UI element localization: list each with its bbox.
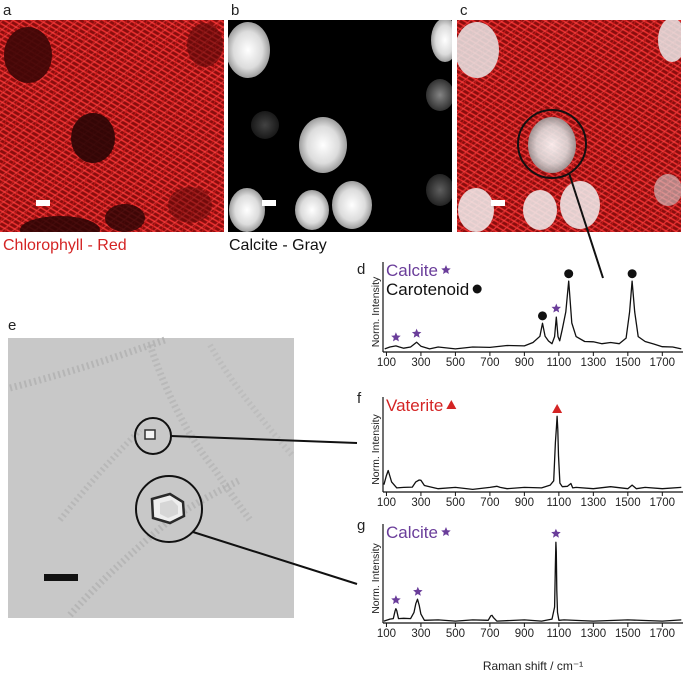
scale-bar [262,200,276,206]
x-tick-label: 700 [480,357,499,369]
scale-bar [36,200,50,206]
x-tick-label: 500 [446,497,465,509]
calcite-image [228,20,452,232]
y-axis-label: Norm. Intensity [370,542,382,613]
overlay-image [457,20,681,232]
x-tick-label: 1500 [615,628,641,640]
legend-entry: Vaterite [386,396,443,415]
panel-e: e [8,317,358,618]
chlorophyll-caption: Chlorophyll - Red [3,237,127,254]
x-tick-label: 1700 [650,628,676,640]
x-tick-label: 300 [411,628,430,640]
panel-g-label: g [357,517,365,534]
connector-line-c-d [568,172,604,279]
x-tick-label: 1300 [581,628,607,640]
panel-c-label: c [460,2,468,19]
x-tick-label: 1300 [581,357,607,369]
chlorophyll-image [0,20,224,232]
x-tick-label: 1100 [546,357,571,369]
star-peak-marker [391,595,401,605]
spectrum-panel-g: g 100 300 500 700 900 1100 1300 1500 1700 Norm. I… [357,517,683,673]
panel-c: c [457,2,681,279]
x-tick-label: 900 [515,628,534,640]
circle-peak-marker [564,269,574,279]
star-peak-marker [391,332,401,342]
legend-triangle-icon [446,400,457,409]
x-tick-label: 700 [480,628,499,640]
region-circle [517,109,587,179]
x-tick-label: 100 [377,497,396,509]
x-tick-label: 1100 [546,628,571,640]
star-peak-marker [411,328,422,338]
legend-star-icon [441,265,451,274]
circle-peak-marker [537,311,547,321]
panel-d-label: d [357,261,365,278]
spectrum-panel-f: f 100 300 500 700 900 1100 1300 1500 1700 Norm. I… [357,390,683,509]
y-axis-label: Norm. Intensity [370,413,382,484]
y-axis-label: Norm. Intensity [370,276,382,347]
x-axis-label: Raman shift / cm⁻¹ [483,659,583,673]
spectrum-line [383,541,682,622]
star-peak-marker [551,303,561,313]
brightfield-image [8,338,294,618]
x-tick-label: 900 [515,357,534,369]
star-peak-marker [413,586,423,596]
x-tick-label: 500 [446,628,465,640]
panel-f-label: f [357,390,362,407]
x-tick-label: 300 [411,357,430,369]
legend-entry: Calcite [386,261,438,280]
x-tick-label: 1500 [615,357,641,369]
spectrum-line [384,280,682,350]
x-tick-label: 700 [480,497,499,509]
legend-entry: Calcite [386,523,438,542]
spectrum-line [383,415,682,491]
spectrum-panel-d: d 100 300 500 700 900 1100 1300 1500 1700 Norm. I… [357,261,683,369]
legend-circle-icon [472,284,482,294]
x-tick-label: 1700 [650,497,676,509]
x-tick-label: 1300 [581,497,607,509]
connector-line-e-f [170,435,358,444]
legend-entry: Carotenoid [386,280,469,299]
panel-b-label: b [231,2,239,19]
x-tick-label: 1100 [546,497,571,509]
calcite-circle [135,475,203,543]
circle-peak-marker [627,269,637,279]
panel-b: b Calcite - Gray [228,2,452,254]
x-tick-label: 500 [446,357,465,369]
scale-bar [44,574,78,581]
x-tick-label: 300 [411,497,430,509]
x-tick-label: 900 [515,497,534,509]
x-tick-label: 100 [377,628,396,640]
calcite-caption: Calcite - Gray [229,237,327,254]
legend-star-icon [441,527,451,536]
x-tick-label: 1500 [615,497,641,509]
panel-a: a Chlorophyll - Red [0,2,224,254]
panel-e-label: e [8,317,16,334]
x-tick-label: 100 [377,357,396,369]
triangle-peak-marker [552,403,563,413]
x-tick-label: 1700 [650,357,676,369]
panel-a-label: a [3,2,12,19]
scale-bar [491,200,505,206]
star-peak-marker [551,528,561,538]
connector-line-e-g [192,531,358,585]
